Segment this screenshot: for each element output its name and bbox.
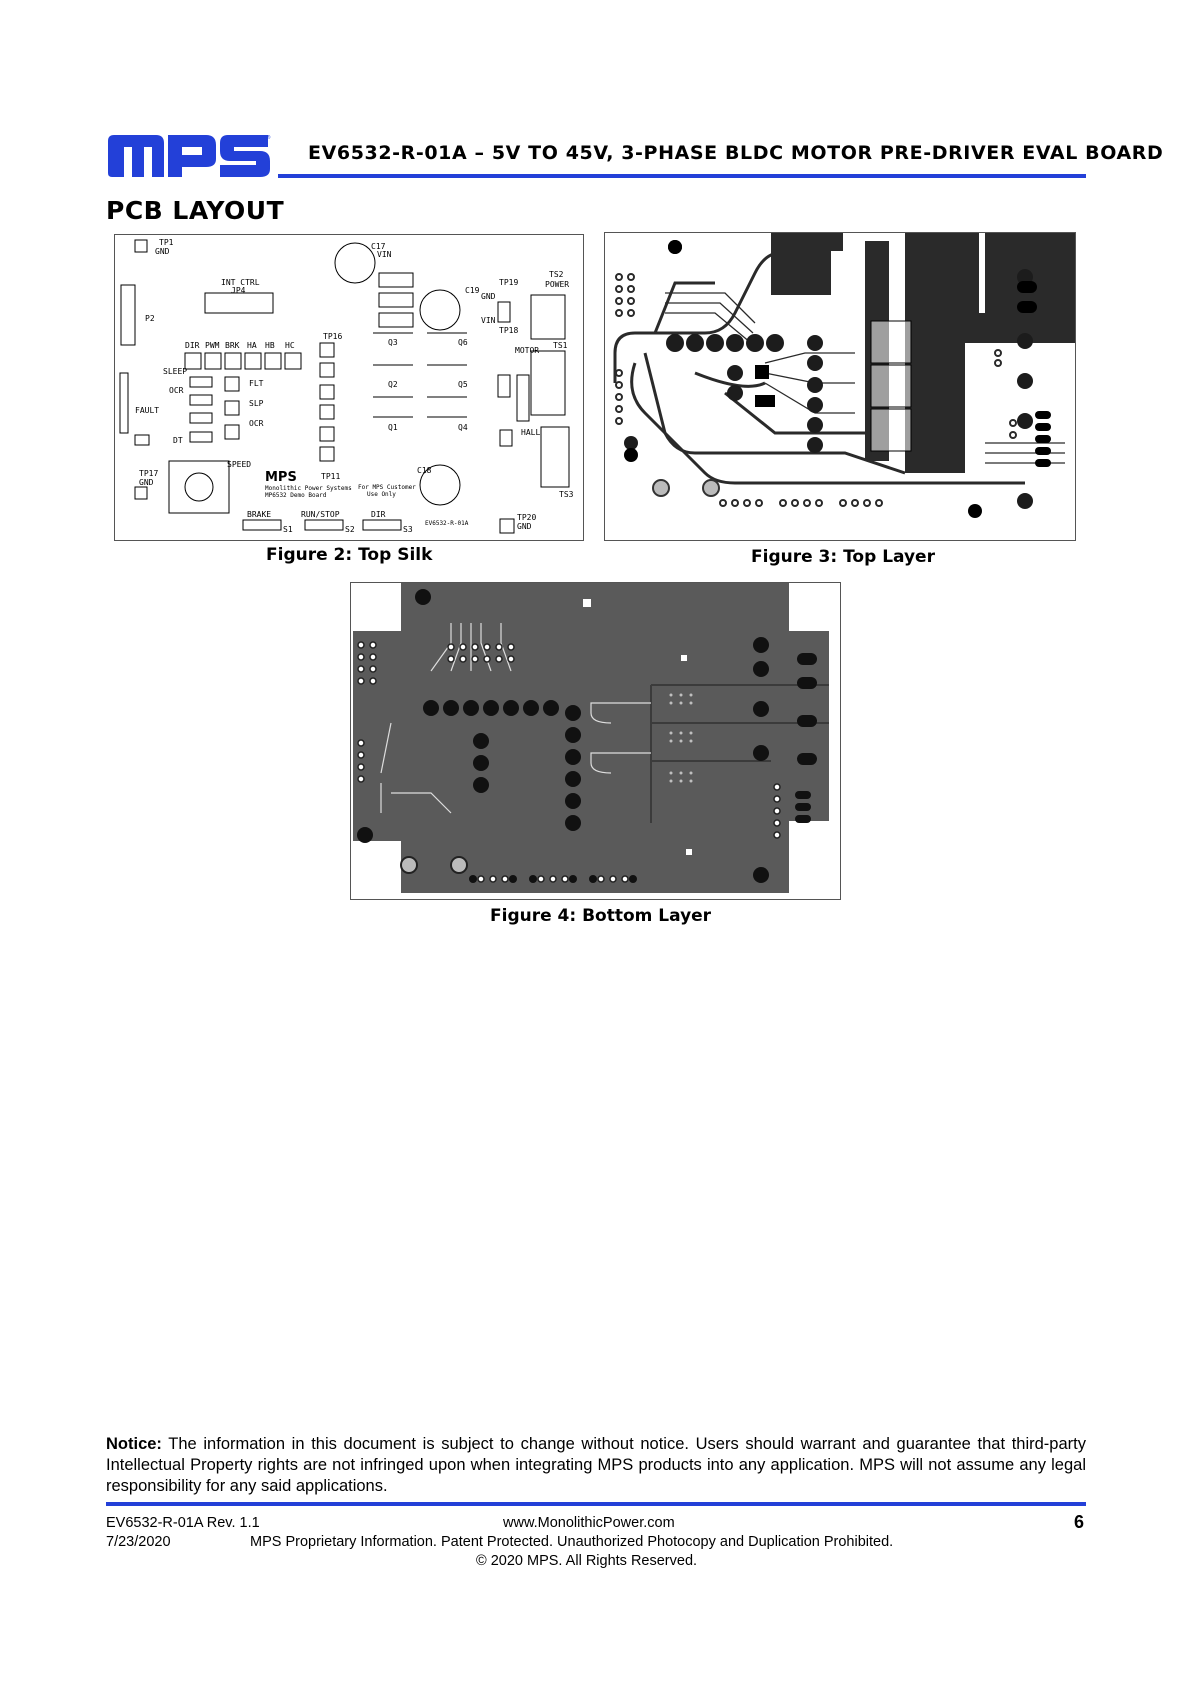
label-gnd-4: GND xyxy=(517,522,532,531)
label-ts2: TS2 xyxy=(549,270,564,279)
figure-3-caption: Figure 3: Top Layer xyxy=(751,547,935,567)
label-power: POWER xyxy=(545,280,569,289)
label-flt: FLT xyxy=(249,379,264,388)
label-int-ctrl: INT CTRL xyxy=(221,278,260,287)
label-p2: P2 xyxy=(145,314,155,323)
label-tp11: TP11 xyxy=(321,472,340,481)
label-demo-board: MP6532 Demo Board xyxy=(265,492,327,499)
label-c17: C17 xyxy=(371,242,386,251)
label-customer-1: For MPS Customer xyxy=(358,484,416,491)
label-tp16: TP16 xyxy=(323,332,342,341)
label-q1: Q1 xyxy=(388,423,398,432)
label-pwm: PWM xyxy=(205,341,220,350)
footer-revision: EV6532-R-01A Rev. 1.1 xyxy=(106,1515,260,1531)
label-vin-2: VIN xyxy=(481,316,496,325)
label-q6: Q6 xyxy=(458,338,468,347)
footer-website-link[interactable]: www.MonolithicPower.com xyxy=(503,1515,675,1531)
label-gnd-2: GND xyxy=(481,292,496,301)
label-tp1: TP1 xyxy=(159,238,174,247)
header-rule xyxy=(278,174,1086,178)
label-fault: FAULT xyxy=(135,406,159,415)
label-q3: Q3 xyxy=(388,338,398,347)
label-c18: C18 xyxy=(417,466,432,475)
label-company: Monolithic Power Systems xyxy=(265,485,352,492)
label-mps-small: MPS xyxy=(265,470,297,485)
label-dir-2: DIR xyxy=(371,510,386,519)
section-title: PCB LAYOUT xyxy=(106,196,285,225)
document-title: EV6532-R-01A – 5V TO 45V, 3-PHASE BLDC M… xyxy=(308,142,1164,164)
label-q2: Q2 xyxy=(388,380,398,389)
label-customer-2: Use Only xyxy=(367,491,396,498)
label-ocr-2: OCR xyxy=(249,419,264,428)
label-dt: DT xyxy=(173,436,183,445)
label-ha: HA xyxy=(247,341,257,350)
label-speed: SPEED xyxy=(227,460,251,469)
label-s1: S1 xyxy=(283,525,293,534)
label-vin: VIN xyxy=(377,250,392,259)
notice-paragraph: Notice: The information in this document… xyxy=(106,1434,1086,1497)
label-jp4: JP4 xyxy=(231,286,246,295)
label-dir: DIR xyxy=(185,341,200,350)
label-tp19: TP19 xyxy=(499,278,518,287)
label-tp18: TP18 xyxy=(499,326,518,335)
label-slp: SLP xyxy=(249,399,264,408)
label-tp20: TP20 xyxy=(517,513,536,522)
label-s2: S2 xyxy=(345,525,355,534)
label-s3: S3 xyxy=(403,525,413,534)
label-brk: BRK xyxy=(225,341,240,350)
label-brake: BRAKE xyxy=(247,510,271,519)
mps-logo: ® xyxy=(106,133,272,179)
top-layer-figure xyxy=(604,232,1076,541)
svg-text:®: ® xyxy=(266,134,271,141)
label-board-id: EV6532-R-01A xyxy=(425,520,469,527)
bottom-layer-figure xyxy=(350,582,841,900)
label-hc: HC xyxy=(285,341,295,350)
notice-label: Notice: xyxy=(106,1435,162,1453)
label-gnd-3: GND xyxy=(139,478,154,487)
label-ts3: TS3 xyxy=(559,490,574,499)
label-ts1: TS1 xyxy=(553,341,568,350)
figure-4-caption: Figure 4: Bottom Layer xyxy=(490,906,712,926)
label-ocr: OCR xyxy=(169,386,184,395)
notice-text: The information in this document is subj… xyxy=(106,1435,1086,1495)
label-run-stop: RUN/STOP xyxy=(301,510,340,519)
label-q5: Q5 xyxy=(458,380,468,389)
label-hb: HB xyxy=(265,341,275,350)
page-number: 6 xyxy=(1074,1512,1085,1532)
top-silk-figure: TP1 GND INT CTRL JP4 VIN TP19 GND VIN TP… xyxy=(114,234,584,541)
footer-copyright: © 2020 MPS. All Rights Reserved. xyxy=(476,1553,698,1569)
footer-proprietary: MPS Proprietary Information. Patent Prot… xyxy=(250,1534,894,1550)
label-tp17: TP17 xyxy=(139,469,158,478)
footer-rule xyxy=(106,1502,1086,1506)
label-q4: Q4 xyxy=(458,423,468,432)
figure-2-caption: Figure 2: Top Silk xyxy=(266,545,433,565)
label-gnd: GND xyxy=(155,247,170,256)
label-hall: HALL xyxy=(521,428,540,437)
footer-date: 7/23/2020 xyxy=(106,1534,171,1550)
label-c19: C19 xyxy=(465,286,480,295)
label-sleep: SLEEP xyxy=(163,367,187,376)
label-motor: MOTOR xyxy=(515,346,539,355)
